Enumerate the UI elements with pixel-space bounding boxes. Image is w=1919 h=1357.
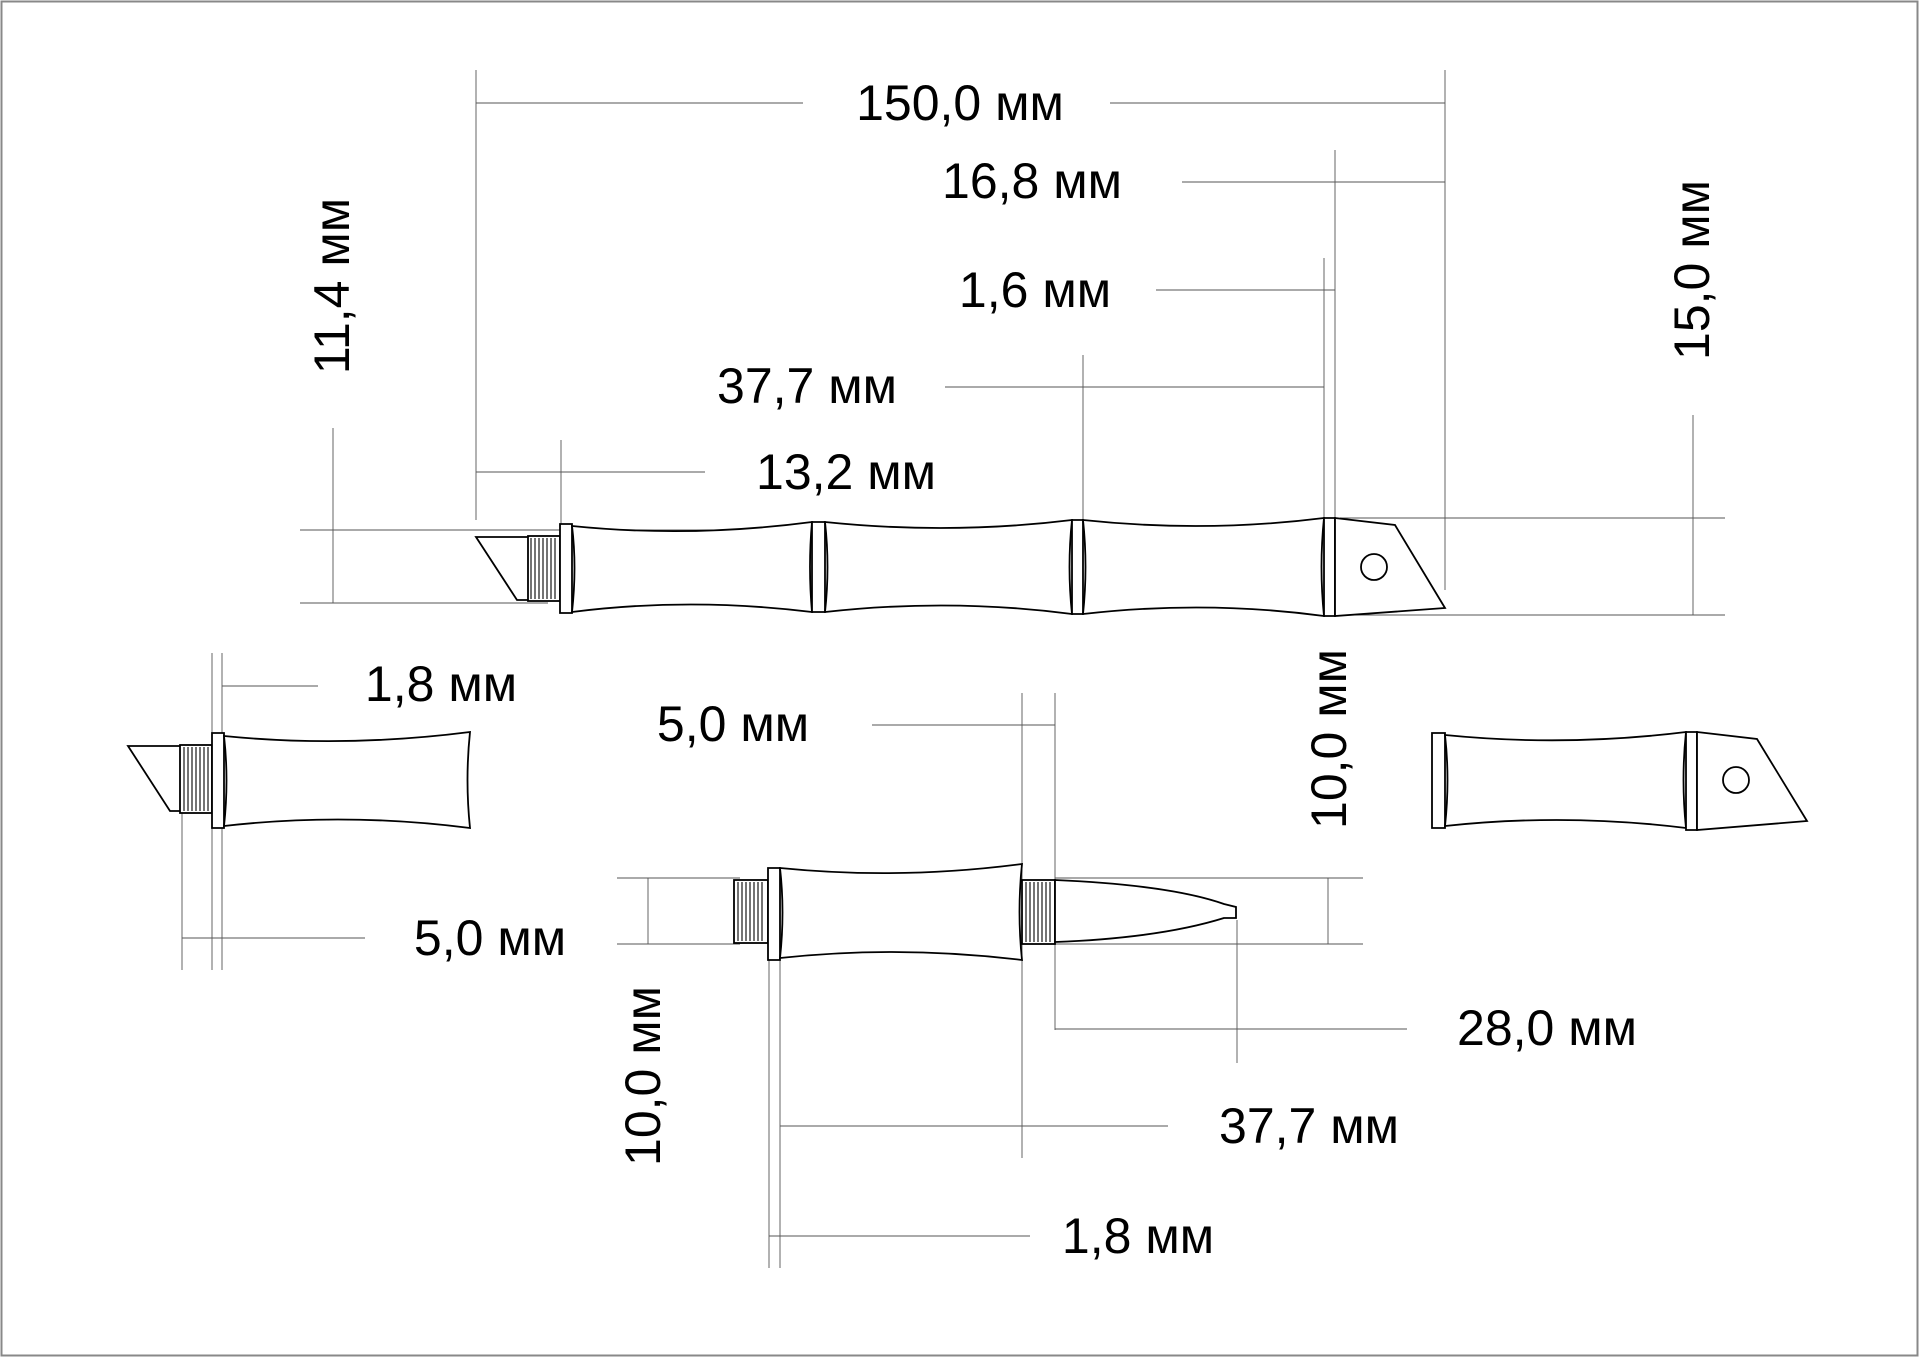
dim-bottom-segment: 37,7 мм [1219,1098,1399,1154]
blade-section-view [733,862,1237,962]
dim-overall-length: 150,0 мм [856,75,1064,131]
bamboo-segment [1081,516,1326,618]
end-cap [1696,730,1809,831]
dim-tip-length: 13,2 мм [756,444,936,500]
blade-tip [474,536,531,601]
dim-left-ring: 1,8 мм [365,656,517,712]
lanyard-hole-icon [1722,766,1750,794]
bamboo-segment [1443,730,1688,830]
rear-section-view [1431,730,1809,831]
ring [211,732,225,829]
dim-blade-length: 28,0 мм [1457,1000,1637,1056]
dim-mid-gap: 5,0 мм [657,696,809,752]
dim-height-right: 15,0 мм [1664,180,1720,360]
ring [1431,732,1446,829]
dim-bottom-height: 10,0 мм [615,986,671,1166]
ring [1685,731,1698,831]
dim-cap-length: 16,8 мм [942,153,1122,209]
ring [1071,519,1084,615]
thread [733,879,769,944]
dim-height-left: 11,4 мм [304,198,360,374]
dim-segment-length: 37,7 мм [717,358,897,414]
bamboo-segment [778,862,1024,962]
blade [1054,879,1237,943]
end-cap [1334,516,1447,617]
lanyard-hole-icon [1360,553,1388,581]
bamboo-segment [570,520,813,614]
bamboo-segment [823,518,1074,616]
bamboo-segment [222,730,472,830]
dim-bottom-ring: 1,8 мм [1062,1208,1214,1264]
ring [811,521,826,613]
dim-ring-width: 1,6 мм [959,262,1111,318]
ring [1323,517,1336,617]
ring [767,867,781,961]
ring [559,523,573,614]
blade-tip [126,745,183,812]
dim-left-thread: 5,0 мм [414,910,566,966]
assembled-pen-view [474,516,1447,618]
dim-height-mid: 10,0 мм [1301,649,1357,829]
dimension-labels: 150,0 мм 16,8 мм 1,6 мм 37,7 мм 13,2 мм … [304,75,1720,1264]
front-section-view [126,730,472,830]
